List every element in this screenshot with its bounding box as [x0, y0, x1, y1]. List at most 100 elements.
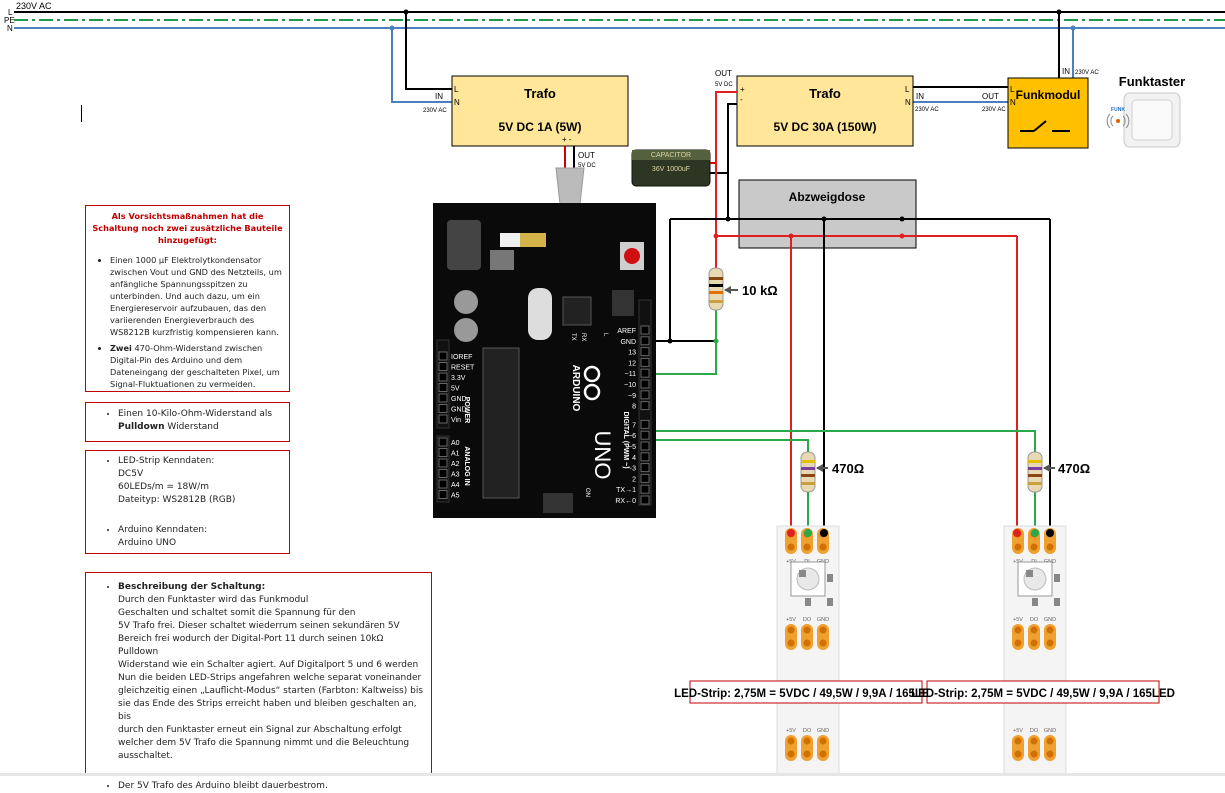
led-strip-a-caption: LED-Strip: 2,75M = 5VDC / 49,5W / 9,9A /… [674, 680, 938, 704]
infinity-logo-icon [583, 365, 601, 401]
big-trafo-out: OUT [715, 69, 732, 78]
arduino-pin-label: 4 [632, 455, 636, 462]
note-line: gleichzeitig einen „Lauflicht-Modus“ sta… [118, 686, 424, 696]
strip-pad-label: DO [1030, 617, 1039, 623]
funkmodul: Funkmodul L N IN 230V AC OUT 230V AC [982, 67, 1099, 149]
text-cursor [81, 105, 82, 122]
arduino-pin-label: 8 [632, 404, 636, 411]
abzweigdose: Abzweigdose [738, 179, 917, 249]
big-trafo-out-sub: 5V DC [715, 82, 733, 88]
arduino-specs-heading: Arduino Kenndaten: [118, 525, 208, 535]
arduino-pin-socket [640, 495, 650, 505]
arduino-pin-label: TX→1 [616, 487, 636, 494]
arduino-analog-pin-label: A2 [451, 461, 460, 468]
arduino-pin-socket [438, 404, 448, 413]
pulldown-note-bold: Pulldown [118, 422, 165, 432]
arduino-power-pin-label: 3.3V [451, 375, 466, 382]
resistor-470-a-label: 470Ω [832, 461, 864, 476]
small-trafo: Trafo 5V DC 1A (5W) L N IN 230V AC + - O… [423, 75, 629, 169]
note-line: 5V Trafo frei. Dieser schaltet wiederrum… [118, 621, 400, 631]
arduino-pin-label: AREF [617, 328, 636, 335]
dc-power-wires [655, 91, 1051, 532]
funkmodul-n: N [1010, 98, 1016, 107]
arduino-pin-socket [640, 368, 650, 378]
resistor-10k: 10 kΩ [708, 267, 778, 311]
strip-specs-heading: LED-Strip Kenndaten: [118, 456, 215, 466]
small-trafo-in-sub: 230V AC [423, 108, 447, 114]
arduino-pin-label: ~6 [628, 433, 636, 440]
arduino-pin-label: ~10 [624, 382, 636, 389]
funkmodul-l: L [1010, 85, 1015, 94]
capacitor-value: 36V 1000uF [652, 166, 690, 173]
arduino-analog-pin-label: A0 [451, 440, 460, 447]
mains-voltage-label: 230V AC [16, 1, 52, 11]
description-heading: Beschreibung der Schaltung: [118, 582, 266, 592]
small-trafo-out: OUT [578, 151, 595, 160]
small-trafo-rating: 5V DC 1A (5W) [499, 120, 582, 134]
note-line: DC5V [118, 469, 144, 479]
capacitor-brand: CAPACITOR [651, 152, 691, 159]
arduino-pin-label: 7 [632, 422, 636, 429]
arduino-pin-socket [438, 393, 448, 403]
arduino-pin-label: 12 [628, 360, 636, 367]
note-line: Bereich frei wodurch der Digital-Port 11… [118, 634, 384, 657]
pulldown-note: Einen 10-Kilo-Ohm-Widerstand alsPulldown… [85, 402, 290, 442]
strip-pad-label: +5V [786, 617, 796, 623]
arduino-pin-socket [640, 379, 650, 389]
funktaster-title: Funktaster [1119, 74, 1185, 89]
note-line: durch den Funktaster erneut ein Signal z… [118, 725, 402, 735]
strip-pad-label: +5V [1013, 728, 1023, 734]
safety-note-item-2-text: 470-Ohm-Widerstand zwischen Digital-Pin … [110, 343, 280, 389]
schematic-canvas: 230V AC L PE N Trafo 5V DC 1A (5W) L N I… [4, 1, 1225, 776]
big-trafo-in-sub: 230V AC [915, 107, 939, 113]
arduino-power-pin-label: Vin [451, 417, 461, 424]
arduino-pin-socket [438, 362, 448, 371]
arduino-tx-label: TX [570, 333, 576, 341]
arduino-board: UNO ARDUINO DIGITAL (PWM ~) POWER ANALOG… [433, 203, 656, 518]
scroll-area-edge [0, 773, 1225, 776]
led-strip-b-label: LED-Strip: 2,75M = 5VDC / 49,5W / 9,9A /… [911, 688, 1175, 700]
strip-pad-label: +5V [786, 728, 796, 734]
arduino-pin-label: ~9 [628, 393, 636, 400]
resistor-10k-label: 10 kΩ [742, 283, 778, 298]
arduino-pin-socket [438, 414, 448, 424]
note-line: 60LEDs/m = 18W/m [118, 482, 209, 492]
arduino-pin-socket [640, 347, 650, 357]
description-note: Beschreibung der Schaltung: Durch den Fu… [85, 572, 432, 791]
funkmodul-out-sub: 230V AC [982, 107, 1006, 113]
arduino-pin-socket [438, 383, 448, 392]
arduino-pin-socket [640, 390, 650, 400]
arduino-analog-pin-label: A3 [451, 472, 460, 479]
mains-pe-label: PE [4, 16, 15, 25]
arduino-pin-label: ~11 [625, 371, 636, 378]
arduino-pin-socket [640, 419, 650, 429]
arduino-pin-label: ~5 [628, 444, 636, 451]
strip-pad-label: GND [1044, 728, 1056, 734]
arduino-power-pin-label: RESET [451, 365, 475, 372]
strip-body [1003, 525, 1067, 776]
specs-note: LED-Strip Kenndaten: DC5V 60LEDs/m = 18W/… [85, 450, 290, 554]
arduino-pin-label: 13 [628, 350, 636, 357]
funkmodul-out: OUT [982, 92, 999, 101]
arduino-pin-socket [640, 463, 650, 473]
switch-symbol-icon [1020, 120, 1070, 132]
big-trafo-rating: 5V DC 30A (150W) [774, 120, 877, 134]
arduino-pin-socket [438, 437, 448, 447]
arduino-pin-label: ~3 [628, 466, 636, 473]
pulldown-note-text2: Widerstand [164, 422, 219, 432]
strip-specs: LED-Strip Kenndaten: DC5V 60LEDs/m = 18W/… [118, 455, 283, 520]
mains-lines: 230V AC L PE N [4, 1, 1225, 33]
big-trafo: Trafo 5V DC 30A (150W) L N + - OUT 5V DC… [715, 69, 939, 147]
arduino-analog-pin-label: A5 [451, 493, 460, 500]
arduino-pin-socket [438, 490, 448, 499]
note-line: sie das Ende des Strips erreicht haben u… [118, 699, 417, 722]
arduino-pin-label: GND [620, 339, 636, 346]
funk-badge: FUNK [1111, 107, 1125, 113]
note-line: ausschaltet. [118, 751, 173, 761]
description-last: Der 5V Trafo des Arduino bleibt dauerbes… [118, 780, 425, 793]
small-trafo-polarity: + - [562, 135, 572, 144]
arduino-rx-label: RX [580, 333, 586, 341]
strip-pad-label: GND [1044, 617, 1056, 623]
strip-pad-label: DO [803, 728, 812, 734]
